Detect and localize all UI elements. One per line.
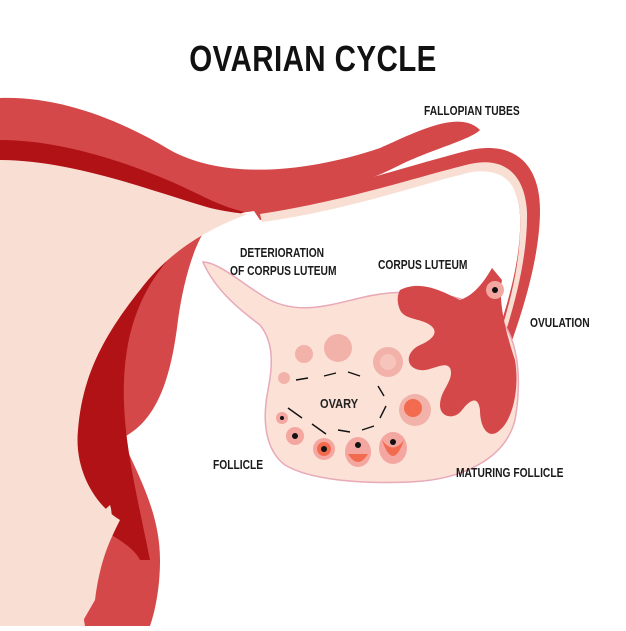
label-corpus-luteum: CORPUS LUTEUM — [378, 258, 468, 272]
page-title: OVARIAN CYCLE — [189, 38, 437, 79]
cycle-arrows — [287, 371, 387, 435]
ovary — [201, 261, 520, 484]
label-ovulation: OVULATION — [530, 316, 590, 330]
label-maturing-follicle: MATURING FOLLICLE — [456, 466, 564, 480]
label-follicle: FOLLICLE — [213, 458, 264, 472]
label-deterioration-line2: OF CORPUS LUTEUM — [230, 264, 337, 278]
label-fallopian-tubes: FALLOPIAN TUBES — [424, 104, 520, 118]
label-deterioration-line1: DETERIORATION — [240, 246, 325, 260]
cycle-structures — [276, 281, 504, 467]
label-ovary: OVARY — [320, 396, 359, 411]
uterus — [0, 97, 540, 627]
